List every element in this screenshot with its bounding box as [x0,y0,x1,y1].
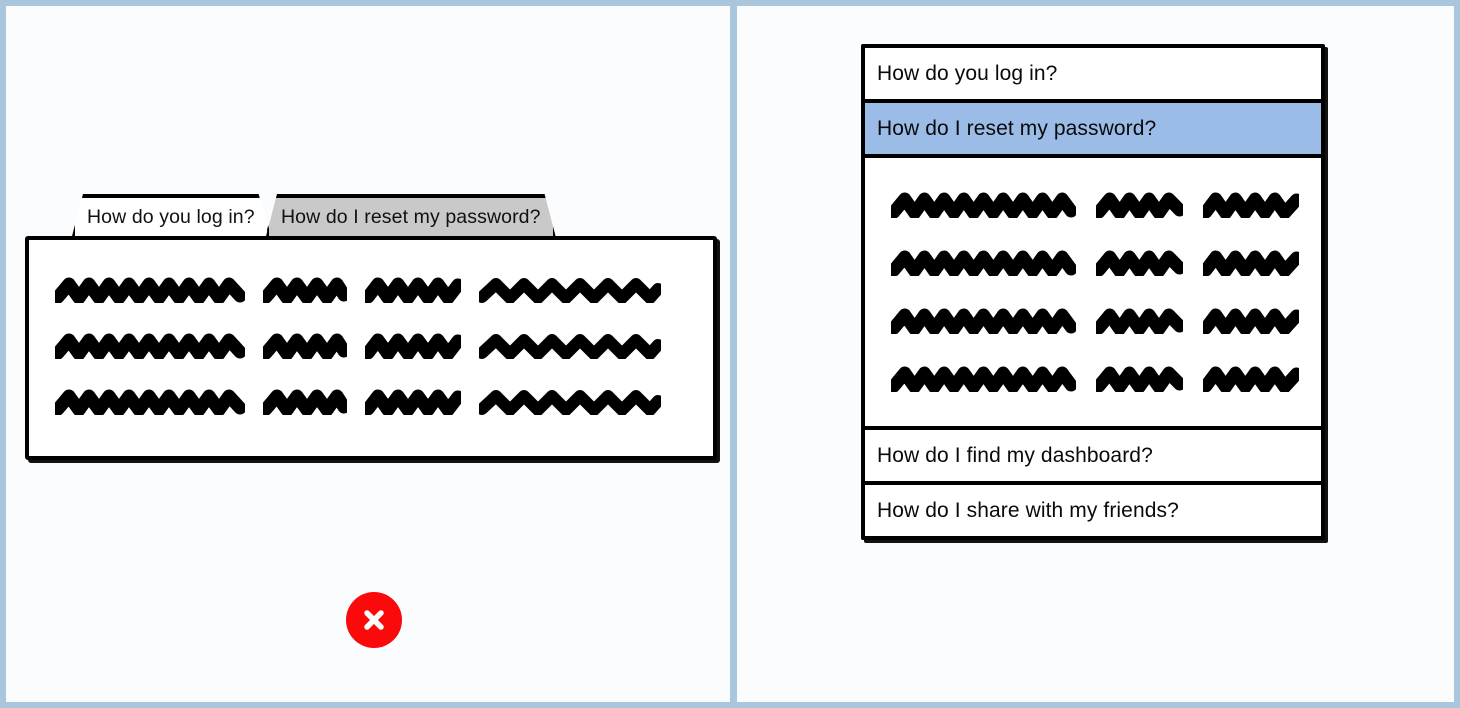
scribble-segment [1095,192,1183,218]
scribble-segment [365,333,461,359]
scribble-segment [479,389,661,415]
tab-strip: How do you log in? How do I reset my pas… [25,188,725,240]
accordion-header-selected[interactable]: How do I reset my password? [865,103,1321,154]
scribble-segment [55,389,245,415]
scribble-segment [365,389,461,415]
placeholder-line [891,176,1299,234]
placeholder-line [891,292,1299,350]
scribble-segment [55,277,245,303]
accordion-item-how-do-i-find-my-dashboard: How do I find my dashboard? [865,426,1321,481]
accordion-item-how-do-you-log-in: How do you log in? [865,48,1321,99]
placeholder-line [55,318,693,374]
scribble-segment [1202,192,1299,218]
scribble-segment [1095,250,1183,276]
placeholder-text-block [55,262,693,430]
placeholder-line [891,234,1299,292]
accordion-panel-content [865,154,1321,426]
placeholder-line [55,262,693,318]
placeholder-line [55,374,693,430]
tab-how-do-i-reset-my-password[interactable]: How do I reset my password? [265,194,557,240]
scribble-segment [263,333,347,359]
panel-divider [730,0,737,708]
tabs-widget: How do you log in? How do I reset my pas… [25,188,725,466]
tab-label: How do I reset my password? [281,205,541,228]
scribble-segment [55,333,245,359]
scribble-segment [891,366,1076,392]
scribble-segment [1202,250,1299,276]
tab-content-area [25,236,717,460]
placeholder-line [891,350,1299,408]
scribble-segment [365,277,461,303]
scribble-segment [891,250,1076,276]
tab-shape [265,194,557,240]
tab-shape [71,194,271,240]
scribble-segment [1095,366,1183,392]
accordion-header[interactable]: How do I find my dashboard? [865,430,1321,481]
accordion-header[interactable]: How do you log in? [865,48,1321,99]
accordion-item-how-do-i-share-with-my-friends: How do I share with my friends? [865,481,1321,536]
scribble-segment [1095,308,1183,334]
x-circle-icon [346,592,402,648]
scribble-segment [891,308,1076,334]
scribble-segment [263,277,347,303]
accordion-widget: How do you log in? How do I reset my pas… [861,44,1325,540]
scribble-segment [479,333,661,359]
right-example-panel: How do you log in? How do I reset my pas… [737,6,1454,702]
scribble-segment [263,389,347,415]
tab-how-do-you-log-in[interactable]: How do you log in? [71,194,271,240]
scribble-segment [1202,366,1299,392]
scribble-segment [479,277,661,303]
left-example-panel: How do you log in? How do I reset my pas… [6,6,730,702]
tab-label: How do you log in? [87,205,255,228]
scribble-segment [891,192,1076,218]
accordion-item-how-do-i-reset-my-password: How do I reset my password? [865,99,1321,426]
accordion-header[interactable]: How do I share with my friends? [865,485,1321,536]
scribble-segment [1202,308,1299,334]
